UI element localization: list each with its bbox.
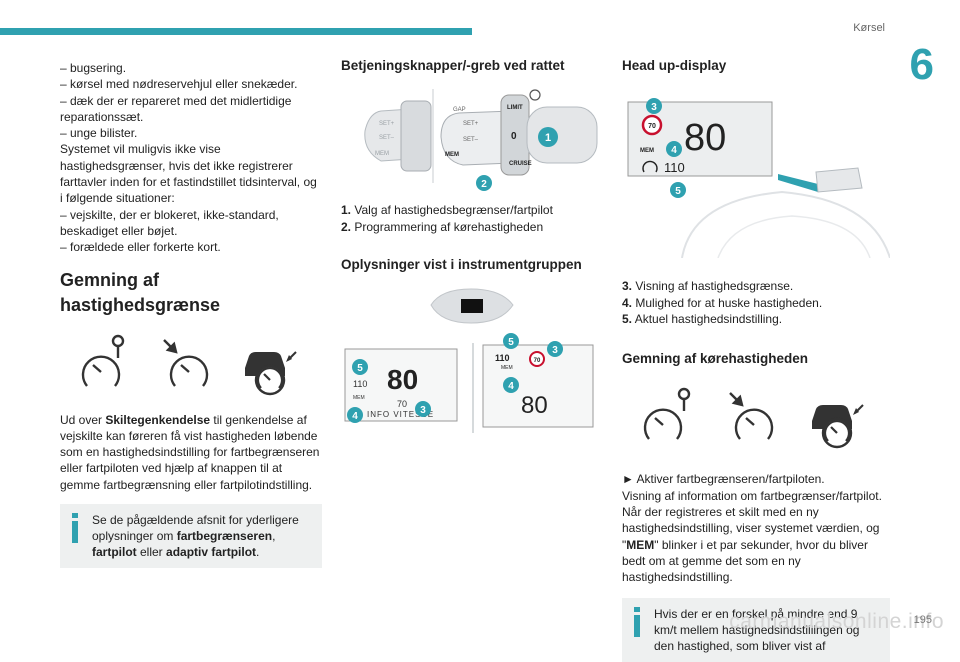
stalk-mem-label: MEM — [375, 151, 389, 157]
stalk-limit-label: LIMIT — [507, 105, 523, 111]
hud-speedometer-icon — [642, 160, 658, 173]
stalk-set-plus-label-2: SET+ — [463, 121, 479, 127]
subheading-controls: Betjeningsknapper/-greb ved rattet — [341, 58, 565, 73]
chapter-number: 6 — [909, 40, 934, 89]
cluster-right-speed: 80 — [521, 392, 548, 419]
callout-1: 1 — [538, 127, 558, 148]
callout-2: 2 — [476, 175, 492, 192]
section-title: Kørsel — [853, 22, 885, 34]
svg-text:5: 5 — [508, 337, 514, 348]
list-item: 1. Valg af hastighedsbegrænser/fartpilot — [341, 203, 553, 218]
hud-speed-limit-sign-icon — [641, 115, 663, 136]
text-line: – dæk der er repareret med det midlertid… — [60, 93, 292, 124]
body-paragraph: Visning af information om fartbegrænser/… — [622, 488, 882, 585]
column-3: Head up-display 70 80 MEM 110 3 4 5 3. V… — [622, 58, 890, 662]
step-instruction: ► Aktiver fartbegrænseren/fartpiloten. — [622, 472, 825, 487]
stalk-set-minus-label: SET– — [379, 135, 395, 141]
svg-text:4: 4 — [352, 411, 358, 422]
hud-speed-setting: 110 — [664, 160, 685, 175]
hud-list: 3. Visning af hastighedsgrænse. 4. Mulig… — [622, 278, 890, 327]
svg-text:1: 1 — [545, 132, 551, 144]
hud-limit-value: 70 — [648, 123, 656, 130]
controls-list: 1. Valg af hastighedsbegrænser/fartpilot… — [341, 202, 606, 235]
header-bar — [0, 28, 472, 35]
cluster-right-limit: 70 — [534, 358, 541, 364]
speedometer-memory-icon — [643, 388, 691, 441]
speedometer-press-icon — [729, 392, 774, 441]
cluster-right-setting: 110 — [495, 353, 510, 363]
cluster-left-speed: 80 — [387, 364, 418, 395]
instrument-cluster-illustration: 80 110 MEM 70 INFO VITESSE 5 4 3 110 MEM… — [344, 288, 594, 434]
stalk-memory-icon — [529, 89, 541, 101]
cluster-left-info: INFO VITESSE — [367, 410, 434, 419]
hud-current-speed: 80 — [684, 117, 726, 159]
subheading-save-speed: Gemning af kørehastigheden — [622, 351, 809, 367]
car-speed-sign-icon — [812, 404, 864, 449]
callout-4-hud: 4 — [666, 141, 682, 158]
cluster-left-mem: MEM — [353, 395, 365, 401]
cluster-left-setting: 110 — [353, 379, 367, 389]
svg-text:5: 5 — [675, 186, 681, 197]
info-icon — [72, 513, 78, 544]
stalk-cruise-label: CRUISE — [509, 161, 532, 167]
svg-text:4: 4 — [508, 381, 514, 392]
hud-mem-label: MEM — [640, 148, 654, 154]
stalk-set-plus-label: SET+ — [379, 121, 395, 127]
svg-text:2: 2 — [481, 179, 487, 190]
callout-3-right: 3 — [547, 341, 563, 358]
list-item: 5. Aktuel hastighedsindstilling. — [622, 311, 783, 326]
callout-3-hud: 3 — [646, 98, 662, 115]
speedometer-press-icon — [163, 338, 209, 387]
page-number: 195 — [913, 614, 932, 626]
column-2: Betjeningsknapper/-greb ved rattet SET+ … — [341, 58, 606, 443]
text-line: Systemet vil muligvis ikke vise hastighe… — [60, 142, 317, 206]
callout-4-right: 4 — [503, 377, 519, 394]
svg-text:3: 3 — [420, 405, 426, 416]
callout-3-left: 3 — [415, 401, 431, 418]
speed-limit-sign-icon — [529, 351, 545, 368]
stalk-gap-label: GAP — [453, 107, 466, 113]
svg-text:4: 4 — [671, 145, 677, 156]
stalk-zero-label: 0 — [511, 131, 517, 142]
intro-text: – bugsering. – kørsel med nødreservehjul… — [60, 60, 322, 256]
head-up-display-illustration: 70 80 MEM 110 3 4 5 — [627, 98, 890, 259]
info-icon — [634, 606, 640, 637]
svg-text:3: 3 — [552, 345, 558, 356]
list-item: 2. Programmering af kørehastigheden — [341, 219, 544, 234]
cluster-left-limit: 70 — [397, 399, 407, 409]
text-line: – forældede eller forkerte kort. — [60, 240, 221, 255]
callout-5-left: 5 — [352, 359, 368, 376]
subheading-cluster: Oplysninger vist i instrumentgruppen — [341, 256, 582, 272]
callout-4-left: 4 — [347, 407, 363, 424]
list-item: 4. Mulighed for at huske hastigheden. — [622, 295, 823, 310]
column-1: – bugsering. – kørsel med nødreservehjul… — [60, 60, 322, 569]
callout-5-hud: 5 — [670, 182, 686, 199]
callout-5-right: 5 — [503, 333, 519, 350]
svg-text:5: 5 — [357, 363, 363, 374]
stalk-mem-button: MEM — [445, 152, 459, 158]
car-speed-sign-icon — [245, 350, 297, 395]
section-heading: Gemning af hastighedsgrænse — [60, 269, 221, 315]
icon-row-2 — [643, 388, 864, 449]
steering-stalk-illustration: SET+ SET– MEM GAP SET+ SET– MEM LIMIT CR… — [364, 89, 598, 192]
stalk-set-minus-label-2: SET– — [463, 137, 479, 143]
svg-text:3: 3 — [651, 102, 657, 113]
list-item: 3. Visning af hastighedsgrænse. — [622, 279, 794, 294]
speedometer-memory-icon — [81, 334, 125, 387]
text-line: – kørsel med nødreservehjul eller snekæd… — [60, 77, 298, 92]
cluster-right-mem: MEM — [501, 365, 513, 371]
text-line: – bugsering. — [60, 61, 127, 75]
subheading-hud: Head up-display — [622, 58, 727, 73]
text-line: – unge bilister. — [60, 126, 138, 141]
icon-row — [81, 334, 297, 395]
body-paragraph: Ud over Skiltegenkendelse til genkendels… — [60, 412, 320, 492]
info-note: Se de pågældende afsnit for yderligere o… — [60, 504, 322, 569]
watermark: carmanualsonline.info — [729, 610, 944, 633]
text-line: – vejskilte, der er blokeret, ikke-stand… — [60, 207, 279, 238]
